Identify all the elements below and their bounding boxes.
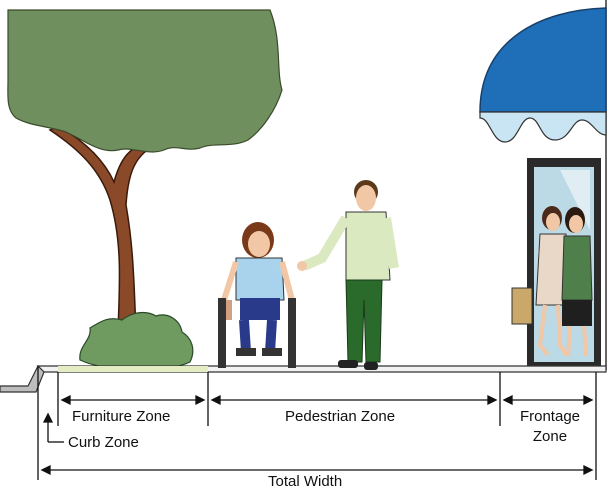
total-width-label: Total Width — [268, 473, 343, 490]
pedestrian-zone-label: Pedestrian Zone — [285, 408, 396, 425]
dimension-total-width — [40, 464, 594, 476]
standing-man-icon — [297, 180, 399, 370]
shoppers-icon — [511, 206, 593, 357]
frontage-zone-label-line1: Frontage — [519, 408, 581, 425]
furniture-grass-strip — [58, 366, 208, 372]
dimension-furniture-zone — [57, 372, 209, 426]
frontage-zone-label-line2: Zone — [532, 428, 568, 445]
dimension-pedestrian-zone — [210, 372, 501, 426]
curb — [0, 364, 45, 393]
furniture-zone-label: Furniture Zone — [72, 408, 171, 425]
dimension-frontage-zone — [502, 372, 597, 480]
shrub-icon — [79, 311, 194, 371]
curb-zone-label: Curb Zone — [68, 434, 139, 451]
wheelchair-user-icon — [218, 222, 296, 368]
dimension-curb-zone — [37, 366, 64, 480]
awning-icon — [479, 7, 607, 143]
tree-icon — [7, 9, 283, 331]
